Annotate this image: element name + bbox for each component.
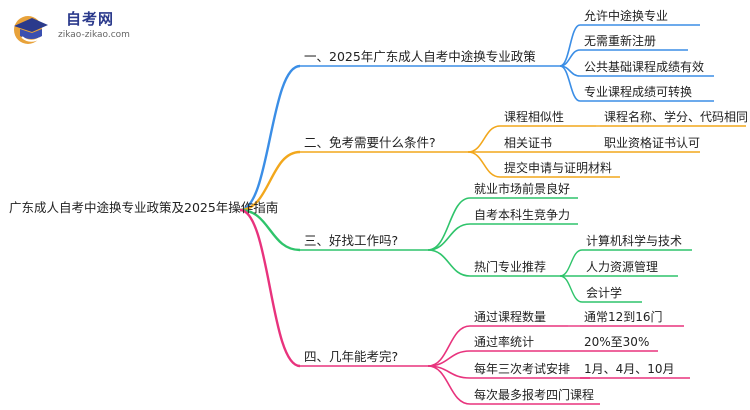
subtopic-4-4: 每次最多报考四门课程	[474, 387, 594, 402]
leaf-4-2-1: 20%至30%	[584, 335, 649, 349]
subtopic-4-3: 每年三次考试安排	[474, 361, 570, 376]
edge-root-branch-2	[239, 150, 301, 212]
edge-sub-3-3-leaf-1	[559, 249, 583, 277]
branch-topic-2: 二、免考需要什么条件?	[304, 135, 436, 150]
leaf-3-3-3: 会计学	[586, 285, 622, 300]
edge-root-branch-1	[239, 64, 301, 212]
subtopic-3-1: 就业市场前景良好	[474, 181, 570, 196]
leaf-2-1-1: 课程名称、学分、代码相同	[604, 109, 748, 124]
leaf-2-2-1: 职业资格证书认可	[604, 135, 700, 150]
edge-branch-2-sub-3	[467, 151, 501, 178]
branch-topic-4: 四、几年能考完?	[304, 349, 398, 364]
subtopic-1-2: 无需重新注册	[584, 33, 656, 48]
subtopic-4-1: 通过课程数量	[474, 309, 546, 324]
edge-root-branch-4	[239, 208, 301, 368]
leaf-4-1-1: 通常12到16门	[584, 309, 663, 324]
edge-root-branch-3	[239, 208, 301, 252]
edge-branch-1-sub-1	[559, 24, 581, 67]
leaf-4-3-1: 1月、4月、10月	[584, 362, 675, 376]
graduation-cap-logo-icon	[14, 16, 48, 44]
subtopic-3-3: 热门专业推荐	[474, 259, 546, 274]
subtopic-1-4: 专业课程成绩可转换	[584, 84, 692, 99]
subtopic-1-1: 允许中途换专业	[584, 8, 668, 23]
branch-topic-3: 三、好找工作吗?	[304, 233, 398, 248]
site-logo: 自考网 zikao-zikao.com	[10, 6, 150, 50]
subtopic-2-1: 课程相似性	[504, 109, 564, 124]
edge-branch-3-sub-1	[427, 197, 471, 251]
edge-branch-3-sub-2	[427, 223, 471, 251]
logo-url: zikao-zikao.com	[58, 30, 130, 40]
edge-branch-1-sub-4	[559, 65, 581, 102]
edge-branch-4-sub-1	[427, 325, 471, 367]
subtopic-2-2: 相关证书	[504, 136, 552, 150]
edge-branch-4-sub-4	[427, 365, 471, 405]
leaf-3-3-2: 人力资源管理	[586, 259, 658, 274]
edge-branch-2-sub-1	[467, 125, 501, 153]
leaf-3-3-1: 计算机科学与技术	[586, 233, 682, 248]
subtopic-3-2: 自考本科生竞争力	[474, 208, 570, 222]
logo-name: 自考网	[66, 10, 115, 28]
subtopic-4-2: 通过率统计	[474, 334, 534, 349]
subtopic-1-3: 公共基础课程成绩有效	[584, 59, 704, 74]
edge-sub-3-3-leaf-3	[559, 275, 583, 303]
root-topic: 广东成人自考中途换专业政策及2025年操作指南	[9, 200, 278, 215]
edge-branch-3-sub-3	[427, 249, 471, 277]
subtopic-2-3: 提交申请与证明材料	[504, 160, 612, 175]
branch-topic-1: 一、2025年广东成人自考中途换专业政策	[304, 49, 536, 64]
